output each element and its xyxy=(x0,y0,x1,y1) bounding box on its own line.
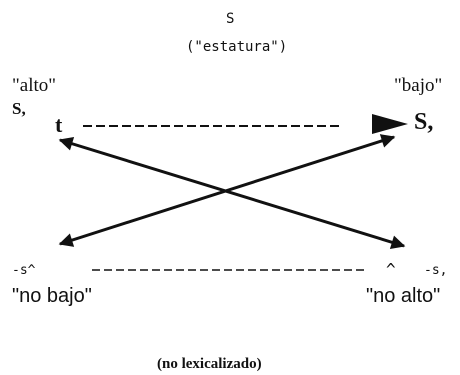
top-right-symbol: S, xyxy=(414,109,434,135)
top-right-arrowhead xyxy=(372,114,408,134)
header-gloss: ("estatura") xyxy=(186,39,288,55)
top-left-quote: "alto" xyxy=(12,75,57,96)
diagonal-arrow-tl-br xyxy=(58,137,406,249)
footer-note: (no lexicalizado) xyxy=(157,356,262,372)
diagonal-arrow-bl-tr xyxy=(58,134,396,247)
top-right-quote: "bajo" xyxy=(394,75,443,96)
bottom-left-symbol: -s^ xyxy=(12,263,36,278)
bottom-right-marker: ^ xyxy=(386,260,396,279)
bottom-right-quote: "no alto" xyxy=(366,285,441,307)
bottom-left-quote: "no bajo" xyxy=(12,285,92,307)
header-symbol: S xyxy=(226,11,235,27)
top-left-marker: t xyxy=(55,112,63,137)
bottom-right-symbol: -s, xyxy=(424,263,448,278)
top-left-symbol: S, xyxy=(12,99,26,118)
